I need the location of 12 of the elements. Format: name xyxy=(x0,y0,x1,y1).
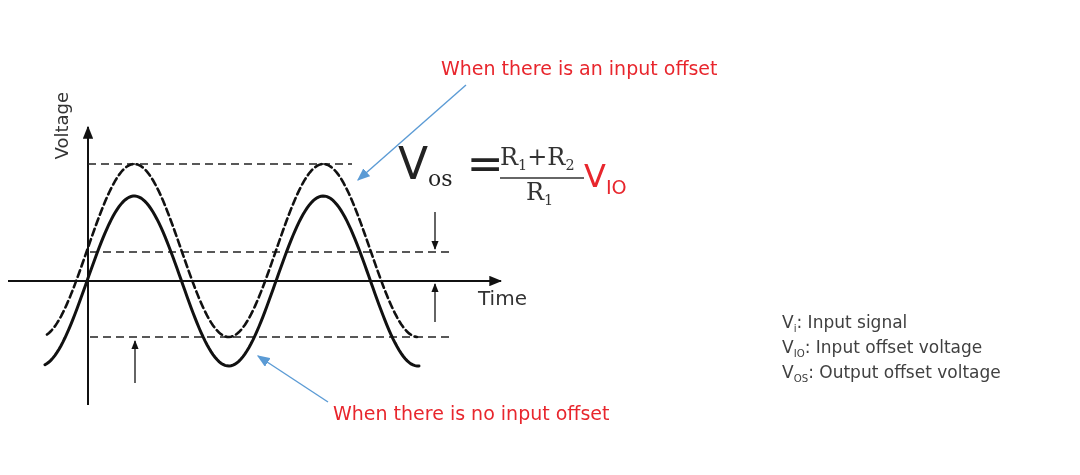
axis-label: Time xyxy=(478,287,527,310)
note-text: V$_{OS}$: Output offset voltage xyxy=(782,363,1001,383)
note-text: V$_{IO}$: Input offset voltage xyxy=(782,338,983,358)
annotation-text: When there is no input offset xyxy=(333,403,610,425)
leader-arrow xyxy=(257,355,329,403)
note-text: V$_{i}$: Input signal xyxy=(782,313,908,333)
formula-denominator: R$_{1}$ xyxy=(526,179,554,207)
formula-term: V$_{IO}$ xyxy=(584,158,627,195)
sine-wave xyxy=(43,194,421,368)
axis-label: Voltage xyxy=(52,92,73,160)
leader-arrow xyxy=(357,84,467,181)
annotation-text: When there is an input offset xyxy=(441,58,718,80)
